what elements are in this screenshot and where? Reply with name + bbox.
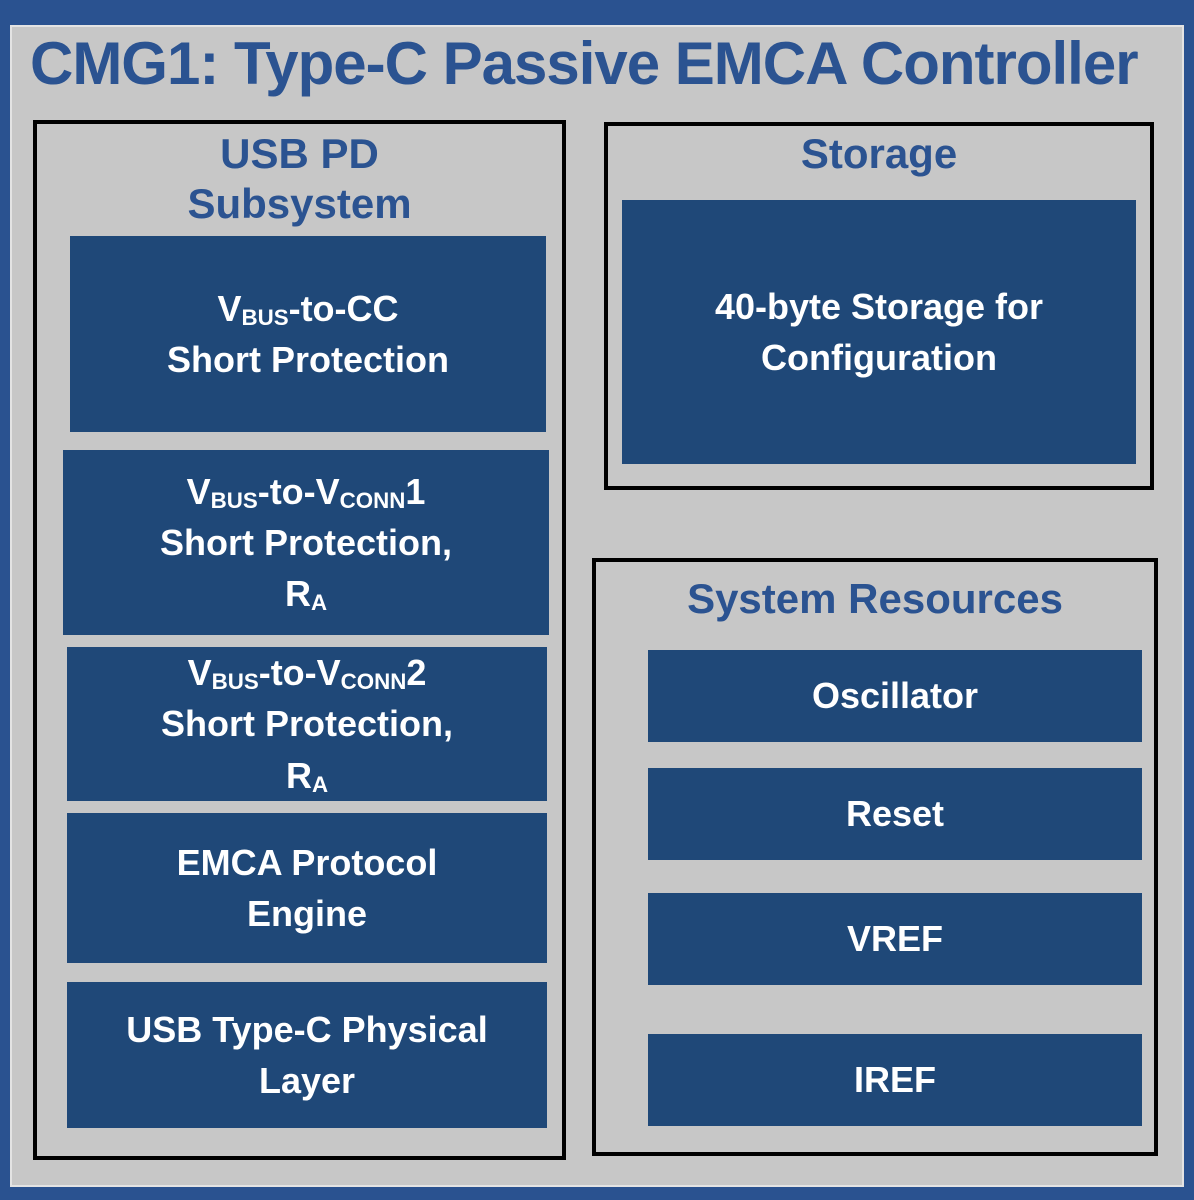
block-label-line: VBUS-to-VCONN2 — [188, 647, 427, 698]
block-usb-type-c-physical-layer: USB Type-C Physical Layer — [67, 982, 547, 1128]
label-subscript: BUS — [241, 304, 289, 330]
block-label: EMCA Protocol Engine — [176, 841, 438, 934]
storage-title: Storage — [800, 130, 958, 177]
block-oscillator: Oscillator — [648, 650, 1142, 742]
block-iref: IREF — [648, 1034, 1142, 1126]
label-segment: R — [284, 573, 311, 615]
block-label: IREF — [853, 1059, 936, 1101]
storage-box: Storage 40-byte Storage for Configuratio… — [604, 122, 1154, 490]
label-segment: V — [217, 287, 242, 329]
block-vbus-to-vconn1: VBUS-to-VCONN1 Short Protection, RA — [63, 450, 549, 635]
label-segment: V — [187, 652, 212, 694]
label-segment: -to-CC — [288, 287, 399, 329]
label-subscript: A — [310, 590, 328, 616]
block-label-line: Short Protection, — [160, 703, 453, 745]
label-segment: V — [186, 470, 211, 512]
block-label: 40-byte Storage for Configuration — [714, 285, 1044, 378]
block-emca-protocol-engine: EMCA Protocol Engine — [67, 813, 547, 963]
system-resources-title: System Resources — [687, 575, 1063, 622]
block-label-line: VBUS-to-VCONN1 — [187, 466, 426, 517]
label-segment: -to-V — [257, 470, 340, 512]
block-label-line: RA — [286, 750, 328, 801]
label-segment: R — [285, 754, 312, 796]
block-reset: Reset — [648, 768, 1142, 860]
block-label: USB Type-C Physical Layer — [126, 1008, 488, 1101]
label-subscript: CONN — [339, 487, 406, 513]
block-label-line: VBUS-to-CC — [217, 283, 398, 334]
block-vbus-to-vconn2: VBUS-to-VCONN2 Short Protection, RA — [67, 647, 547, 801]
chip-canvas: CMG1: Type-C Passive EMCA Controller USB… — [10, 25, 1184, 1187]
label-subscript: CONN — [340, 669, 407, 695]
label-subscript: BUS — [211, 669, 259, 695]
label-subscript: A — [311, 771, 329, 797]
block-vref: VREF — [648, 893, 1142, 985]
block-label: Reset — [845, 793, 945, 835]
usb-pd-subsystem-box: USB PD Subsystem VBUS-to-CC Short Protec… — [33, 120, 566, 1160]
block-label-line: RA — [285, 568, 327, 619]
label-subscript: BUS — [210, 487, 258, 513]
usb-pd-subsystem-title: USB PD Subsystem — [187, 130, 412, 228]
chip-title: CMG1: Type-C Passive EMCA Controller — [30, 30, 1139, 97]
block-label-line: Short Protection — [166, 339, 449, 380]
label-segment: -to-V — [258, 652, 341, 694]
block-label-line: Short Protection, — [159, 521, 452, 563]
block-label: VREF — [846, 918, 943, 960]
block-label: Oscillator — [811, 675, 979, 717]
system-resources-box: System Resources Oscillator Reset VREF I… — [592, 558, 1158, 1156]
block-vbus-to-cc: VBUS-to-CC Short Protection — [70, 236, 546, 432]
block-40-byte-storage: 40-byte Storage for Configuration — [622, 200, 1136, 464]
label-segment: 1 — [405, 470, 426, 512]
label-segment: 2 — [406, 652, 427, 694]
